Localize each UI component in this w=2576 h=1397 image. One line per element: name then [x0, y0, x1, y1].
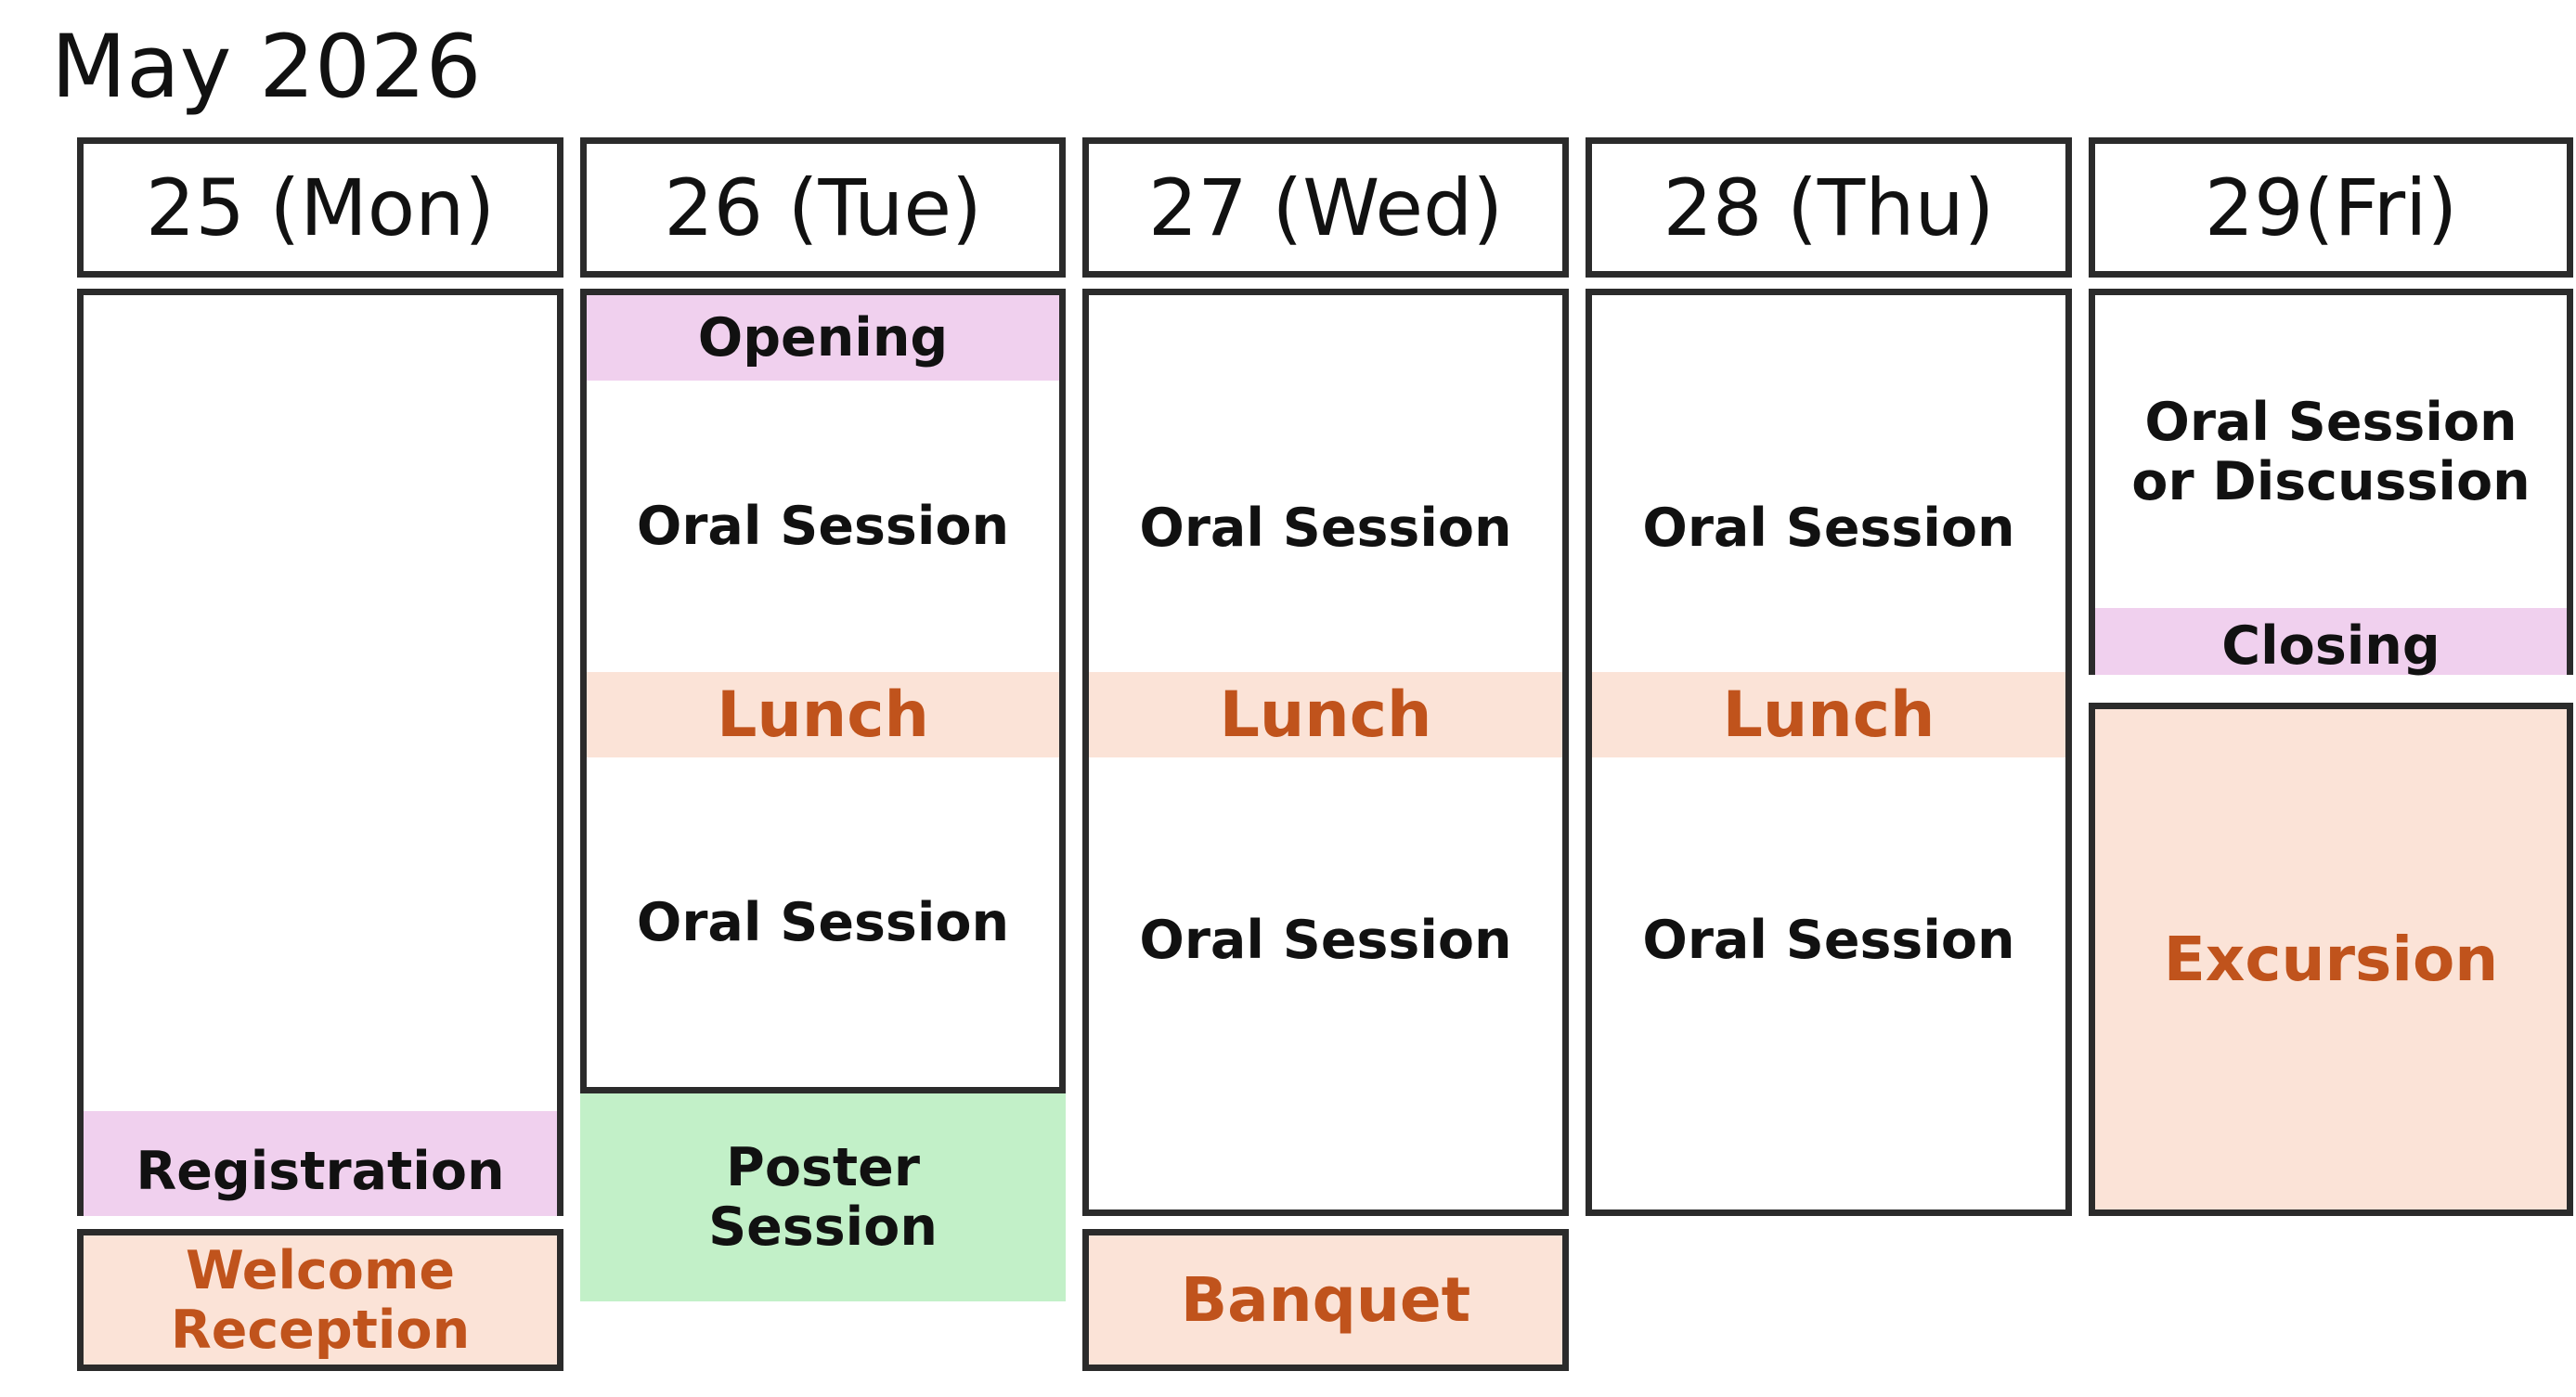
- day-column-thu: Oral Session Lunch Oral Session: [1586, 289, 2072, 1216]
- day-header-fri: 29(Fri): [2089, 137, 2573, 278]
- lunch-block: Lunch: [1089, 672, 1562, 757]
- oral-session-block-am: Oral Session: [1089, 295, 1562, 672]
- oral-session-label: Oral Session: [1139, 910, 1512, 971]
- oral-session-block-am: Oral Session: [1592, 295, 2065, 672]
- registration-label: Registration: [136, 1140, 505, 1202]
- oral-session-label: Oral Session: [636, 891, 1010, 953]
- day-header-thu: 28 (Thu): [1586, 137, 2072, 278]
- oral-session-or-discussion-line1: Oral Session: [2144, 391, 2518, 453]
- day-header-tue: 26 (Tue): [580, 137, 1066, 278]
- lunch-block: Lunch: [587, 672, 1059, 757]
- poster-session-line2: Session: [708, 1197, 938, 1258]
- oral-session-label: Oral Session: [1642, 498, 2015, 559]
- poster-session-block: Poster Session: [580, 1087, 1066, 1301]
- closing-label: Closing: [2221, 615, 2440, 677]
- page-title: May 2026: [51, 17, 482, 118]
- lunch-block: Lunch: [1592, 672, 2065, 757]
- excursion-label: Excursion: [2163, 924, 2499, 995]
- day-column-tue: Opening Oral Session Lunch Oral Session …: [580, 289, 1066, 1301]
- excursion-block: Excursion: [2089, 703, 2573, 1216]
- oral-session-block-pm: Oral Session: [1089, 757, 1562, 1216]
- oral-session-block-am: Oral Session: [587, 381, 1059, 672]
- registration-block: Registration: [84, 1111, 557, 1216]
- oral-session-block-pm: Oral Session: [587, 757, 1059, 1087]
- day-column-mon: Registration: [77, 289, 563, 1216]
- oral-session-label: Oral Session: [1139, 498, 1512, 559]
- lunch-label: Lunch: [1219, 678, 1432, 752]
- closing-block: Closing: [2095, 608, 2567, 677]
- banquet-block: Banquet: [1082, 1229, 1569, 1371]
- oral-session-block-pm: Oral Session: [1592, 757, 2065, 1216]
- day-column-wed: Oral Session Lunch Oral Session: [1082, 289, 1569, 1216]
- lunch-label: Lunch: [1722, 678, 1935, 752]
- opening-label: Opening: [697, 307, 949, 369]
- welcome-reception-line1: Welcome: [185, 1239, 456, 1301]
- day-header-wed: 27 (Wed): [1082, 137, 1569, 278]
- oral-session-or-discussion-line2: or Discussion: [2131, 450, 2531, 512]
- day-header-mon: 25 (Mon): [77, 137, 563, 278]
- lunch-label: Lunch: [717, 678, 929, 752]
- oral-session-or-discussion-block: Oral Session or Discussion: [2095, 295, 2567, 608]
- banquet-label: Banquet: [1180, 1264, 1471, 1336]
- welcome-reception-block: Welcome Reception: [77, 1229, 563, 1371]
- poster-session-line1: Poster: [726, 1137, 920, 1198]
- day-column-fri: Oral Session or Discussion Closing: [2089, 289, 2573, 677]
- oral-session-label: Oral Session: [1642, 910, 2015, 971]
- oral-session-label: Oral Session: [636, 496, 1010, 557]
- opening-block: Opening: [587, 295, 1059, 381]
- welcome-reception-line2: Reception: [170, 1299, 471, 1361]
